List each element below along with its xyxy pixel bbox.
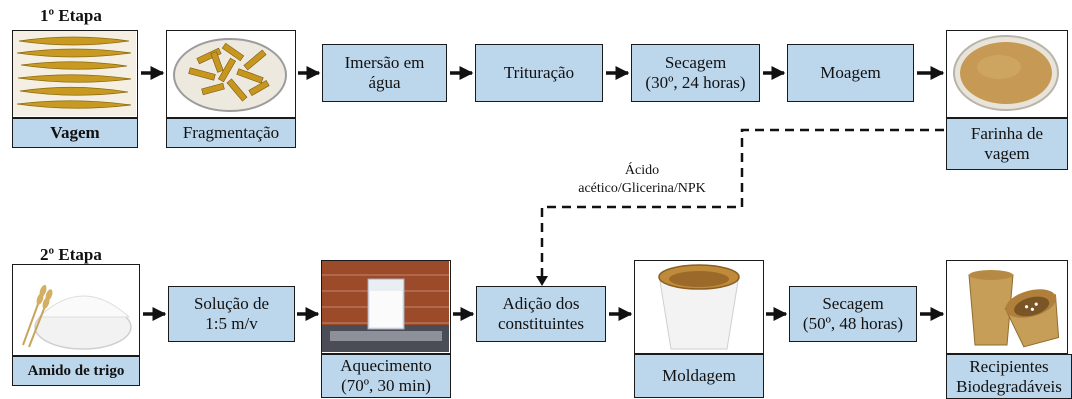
dashed-arrowhead: [536, 276, 548, 286]
fragments-photo: [166, 30, 296, 118]
box-moagem: Moagem: [787, 44, 914, 102]
box-moldagem: Moldagem: [634, 354, 764, 398]
box-fragmentacao: Fragmentação: [166, 118, 296, 148]
box-adicao: Adição dos constituintes: [476, 286, 606, 342]
heating-photo: [321, 260, 451, 354]
pods-photo: [12, 30, 138, 118]
box-trituracao: Trituração: [475, 44, 603, 102]
flour-photo: [946, 30, 1068, 118]
box-farinha: Farinha de vagem: [946, 118, 1068, 170]
box-vagem: Vagem: [12, 118, 138, 148]
box-amido: Amido de trigo: [12, 356, 140, 386]
wheat-starch-photo: [12, 264, 140, 356]
box-secagem-1: Secagem (30º, 24 horas): [631, 44, 760, 102]
dashed-connector-farinha-adicao: [540, 128, 944, 278]
box-solucao: Solução de 1:5 m/v: [168, 286, 295, 342]
additive-note: Ácido acético/Glicerina/NPK: [578, 163, 706, 196]
molding-photo: [634, 260, 764, 354]
box-imersao: Imersão em água: [322, 44, 447, 102]
box-secagem-2: Secagem (50º, 48 horas): [789, 286, 917, 342]
box-aquecimento: Aquecimento (70º, 30 min): [321, 354, 451, 398]
stage1-title: 1º Etapa: [40, 6, 102, 25]
containers-photo: [946, 260, 1068, 354]
stage2-title: 2º Etapa: [40, 245, 102, 264]
